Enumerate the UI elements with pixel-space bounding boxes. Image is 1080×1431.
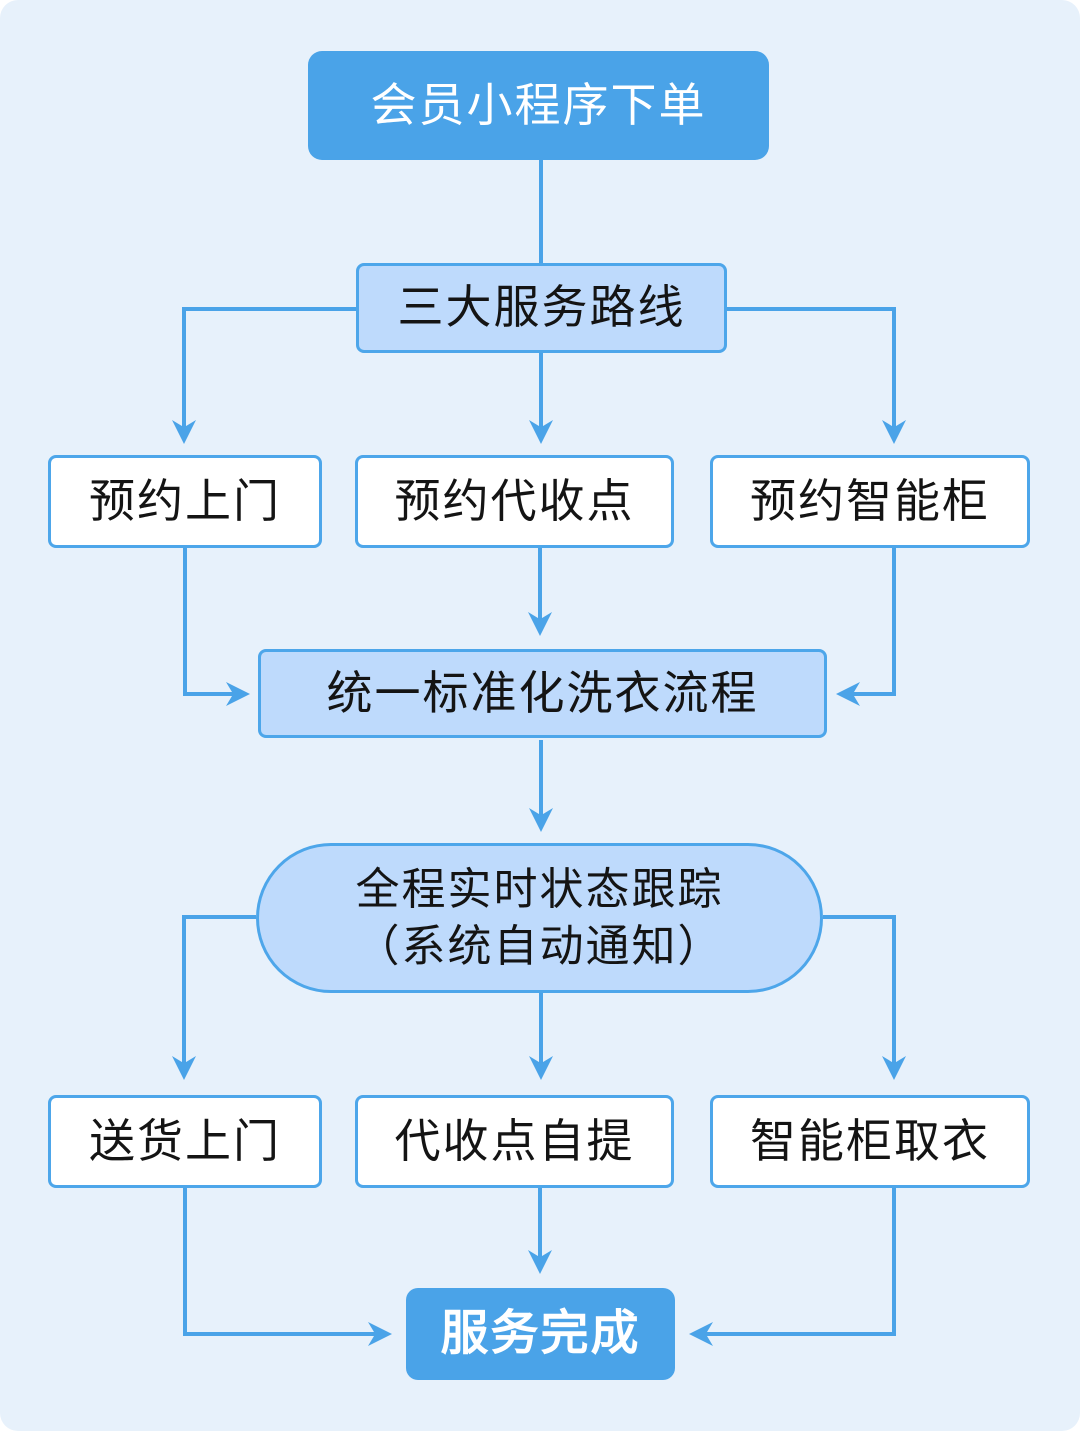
edge-book-smart-locker-to-standard-washing bbox=[836, 548, 896, 706]
node-three-routes-label: 三大服务路线 bbox=[397, 281, 686, 334]
node-three-routes: 三大服务路线 bbox=[356, 263, 727, 353]
node-book-home-pickup: 预约上门 bbox=[48, 455, 322, 548]
node-member-order-label: 会员小程序下单 bbox=[370, 78, 707, 131]
node-book-smart-locker-label: 预约智能柜 bbox=[750, 474, 990, 527]
node-status-tracking: 全程实时状态跟踪 （系统自动通知） bbox=[256, 843, 823, 993]
node-book-dropoff-point: 预约代收点 bbox=[355, 455, 674, 548]
node-book-dropoff-point-label: 预约代收点 bbox=[394, 474, 635, 527]
node-status-tracking-label-line2: （系统自动通知） bbox=[355, 922, 724, 971]
node-book-home-pickup-label: 预约上门 bbox=[89, 474, 281, 527]
edge-three-routes-to-book-smart-locker bbox=[727, 307, 906, 444]
node-status-tracking-label-line1: 全程实时状态跟踪 bbox=[355, 864, 724, 914]
node-standard-washing-label: 统一标准化洗衣流程 bbox=[326, 666, 759, 719]
edge-status-tracking-to-home-delivery bbox=[172, 915, 256, 1080]
node-dropoff-self-pickup: 代收点自提 bbox=[355, 1095, 674, 1188]
edge-book-home-pickup-to-standard-washing bbox=[183, 548, 250, 706]
edge-home-delivery-to-service-complete bbox=[183, 1188, 392, 1346]
edge-status-tracking-to-locker-pickup bbox=[823, 915, 906, 1080]
node-dropoff-self-pickup-label: 代收点自提 bbox=[394, 1114, 635, 1167]
edge-locker-pickup-to-service-complete bbox=[689, 1188, 896, 1346]
node-service-complete-label: 服务完成 bbox=[440, 1306, 641, 1360]
node-home-delivery: 送货上门 bbox=[48, 1095, 322, 1188]
node-service-complete: 服务完成 bbox=[406, 1288, 675, 1380]
node-locker-pickup: 智能柜取衣 bbox=[710, 1095, 1030, 1188]
edge-three-routes-to-book-home-pickup bbox=[172, 307, 356, 444]
node-locker-pickup-label: 智能柜取衣 bbox=[750, 1114, 990, 1167]
node-standard-washing: 统一标准化洗衣流程 bbox=[258, 649, 827, 738]
node-book-smart-locker: 预约智能柜 bbox=[710, 455, 1030, 548]
node-member-order: 会员小程序下单 bbox=[308, 51, 769, 160]
node-home-delivery-label: 送货上门 bbox=[89, 1114, 281, 1167]
